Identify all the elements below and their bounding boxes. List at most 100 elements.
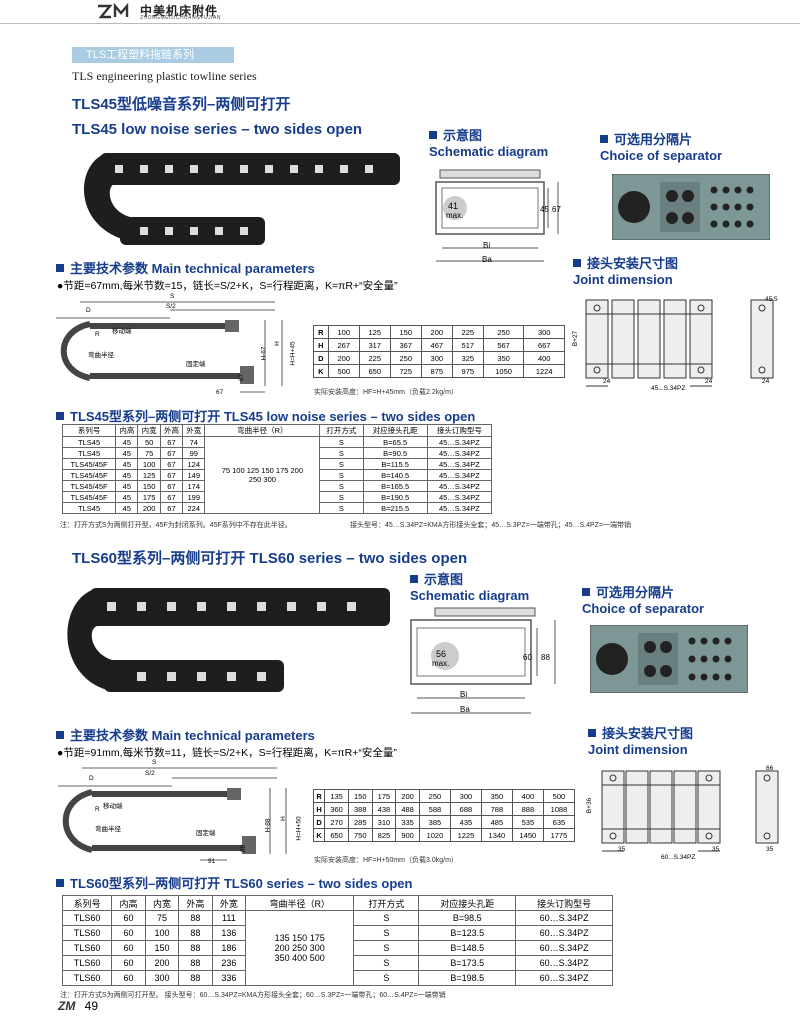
tls60-param-cell: 788: [480, 802, 513, 816]
tls60-param-cell: 135: [324, 789, 349, 803]
tls60-series-cell: 136: [211, 925, 247, 941]
tls60-chain-image: [67, 588, 390, 692]
tls45-series-cell: B=90.5: [362, 447, 428, 459]
tls60-schematic-heading-en: Schematic diagram: [410, 588, 530, 603]
tls60-series-cell: 200: [144, 955, 180, 971]
tls60-diag-s: S: [152, 759, 157, 766]
tls45-param-note: 实际安装高度：HF=H+45mm（负载2.2kg/m）: [314, 389, 458, 396]
tls45-diag-b67: 67: [216, 389, 224, 396]
tls45-series-header: 弯曲半径（R）: [204, 424, 321, 437]
tls60-joint-b36: B+36: [586, 797, 594, 814]
tls60-series-cell: 186: [211, 940, 247, 956]
tls45-series-cell: 224: [182, 502, 206, 514]
tls60-series-cell: 150: [144, 940, 180, 956]
tls60-param-cell: K: [312, 828, 326, 842]
series-tag: TLS工程塑料拖链系列: [72, 47, 234, 63]
tls60-series-header: 内宽: [144, 895, 180, 911]
company-name-en: ZHONGMEIJICHUANGFUJIAN: [140, 15, 221, 21]
tls45-series-cell: S: [319, 469, 364, 481]
tls60-schematic-diagram: [410, 607, 556, 714]
tls45-param-cell: 200: [327, 351, 360, 365]
tls60-param-cell: 388: [347, 802, 373, 816]
tls60-param-cell: 385: [418, 815, 451, 829]
tls45-series-cell: 45…S.34PZ: [426, 491, 493, 503]
tls60-param-cell: 285: [347, 815, 373, 829]
tls45-series-cell: 67: [159, 436, 184, 448]
tls45-series-cell: 67: [159, 458, 184, 470]
tls45-param-cell: 467: [420, 338, 453, 352]
tls45-radius-text: 75 100 125 150 175 200: [221, 466, 304, 475]
company-name-cn: 中美机床附件: [140, 4, 219, 18]
tls45-series-cell: 174: [182, 480, 206, 492]
tls60-dim-88: 88: [541, 653, 550, 662]
tls45-series-cell: 45: [115, 480, 139, 492]
tls60-series-cell: B=198.5: [418, 970, 517, 986]
tls45-dim-67: 67: [552, 205, 561, 214]
tls60-diag-r: R: [95, 806, 100, 813]
tls45-joint-24-end: 24: [762, 378, 770, 385]
tls45-param-cell: 500: [327, 364, 360, 378]
tls45-param-cell: 317: [358, 338, 391, 352]
tls60-series-cell: 60…S.34PZ: [515, 940, 613, 956]
tls45-series-note1: 注：打开方式S为两侧打开型，45F为封闭系列。45F系列中不存在此半径。: [60, 522, 292, 529]
tls45-series-header: 外宽: [182, 424, 206, 437]
tls45-series-cell: B=165.5: [362, 480, 428, 492]
tls60-radius-text: 135 150 175: [274, 933, 325, 943]
tls45-series-cell: 45…S.34PZ: [426, 502, 493, 514]
tls60-series-cell: B=98.5: [418, 910, 517, 926]
tls45-series-cell: TLS45: [61, 447, 117, 459]
tls45-series-cell: 125: [137, 469, 161, 481]
tls45-series-cell: 45: [115, 458, 139, 470]
tls45-series-cell: 67: [159, 491, 184, 503]
tls45-series-cell: B=140.5: [362, 469, 428, 481]
tls45-separator-heading: 可选用分隔片: [600, 129, 692, 148]
tls45-series-cell: 45…S.34PZ: [426, 436, 493, 448]
tls60-series-cell: 60: [111, 940, 146, 956]
tls45-param-cell: D: [313, 351, 329, 365]
tls45-bi: Bi: [483, 241, 491, 250]
tls45-diag-v67: 67: [238, 373, 246, 382]
tls60-param-cell: H: [312, 802, 326, 816]
tls60-param-cell: 250: [418, 789, 451, 803]
tls45-param-cell: 267: [327, 338, 360, 352]
tls60-joint-pz: 60...S.34PZ: [661, 854, 696, 861]
tls45-series-cell: 45…S.34PZ: [426, 458, 493, 470]
tls60-schematic-heading: 示意图: [410, 569, 463, 588]
tls60-series-cell: S: [353, 925, 420, 941]
tls45-param-cell: 350: [482, 351, 525, 365]
tls45-params-line: ●节距=67mm,每米节数=15，链长=S/2+K，S=行程距离，K=πR+“安…: [57, 280, 398, 292]
tls45-series-cell: 67: [159, 447, 184, 459]
tls45-param-cell: 367: [389, 338, 422, 352]
tls45-series-cell: 200: [137, 502, 161, 514]
tls45-diag-s: S: [170, 293, 175, 300]
tls60-series-cell: TLS60: [61, 925, 113, 941]
tls60-diag-moving: 移动端: [103, 803, 123, 810]
tls45-param-cell: 400: [523, 351, 565, 365]
tls45-param-cell: 650: [358, 364, 391, 378]
tls60-series-table: 系列号内高内宽外高外宽弯曲半径（R）打开方式对应接头孔距接头订购型号 TLS60…: [61, 895, 613, 986]
tls60-param-cell: 900: [395, 828, 420, 842]
tls45-series-cell: 45: [115, 491, 139, 503]
tls60-param-cell: 200: [395, 789, 420, 803]
tls45-param-cell: 667: [523, 338, 565, 352]
tls45-series-cell: TLS45: [61, 502, 117, 514]
tls60-series-cell: S: [353, 910, 420, 926]
tls45-series-cell: S: [319, 458, 364, 470]
tls60-series-cell: 111: [211, 910, 247, 926]
tls60-series-cell: 88: [178, 940, 213, 956]
tls60-joint-35-end: 35: [766, 846, 774, 853]
tls60-radius-text: 350 400 500: [274, 953, 325, 963]
tls60-series-cell: 60…S.34PZ: [515, 910, 613, 926]
tls45-series-note2: 接头型号：45…S.34PZ=KMA方形接头全套；45…S.3PZ=一端带孔；4…: [350, 522, 632, 529]
tls60-joint-heading-en: Joint dimension: [588, 742, 688, 757]
